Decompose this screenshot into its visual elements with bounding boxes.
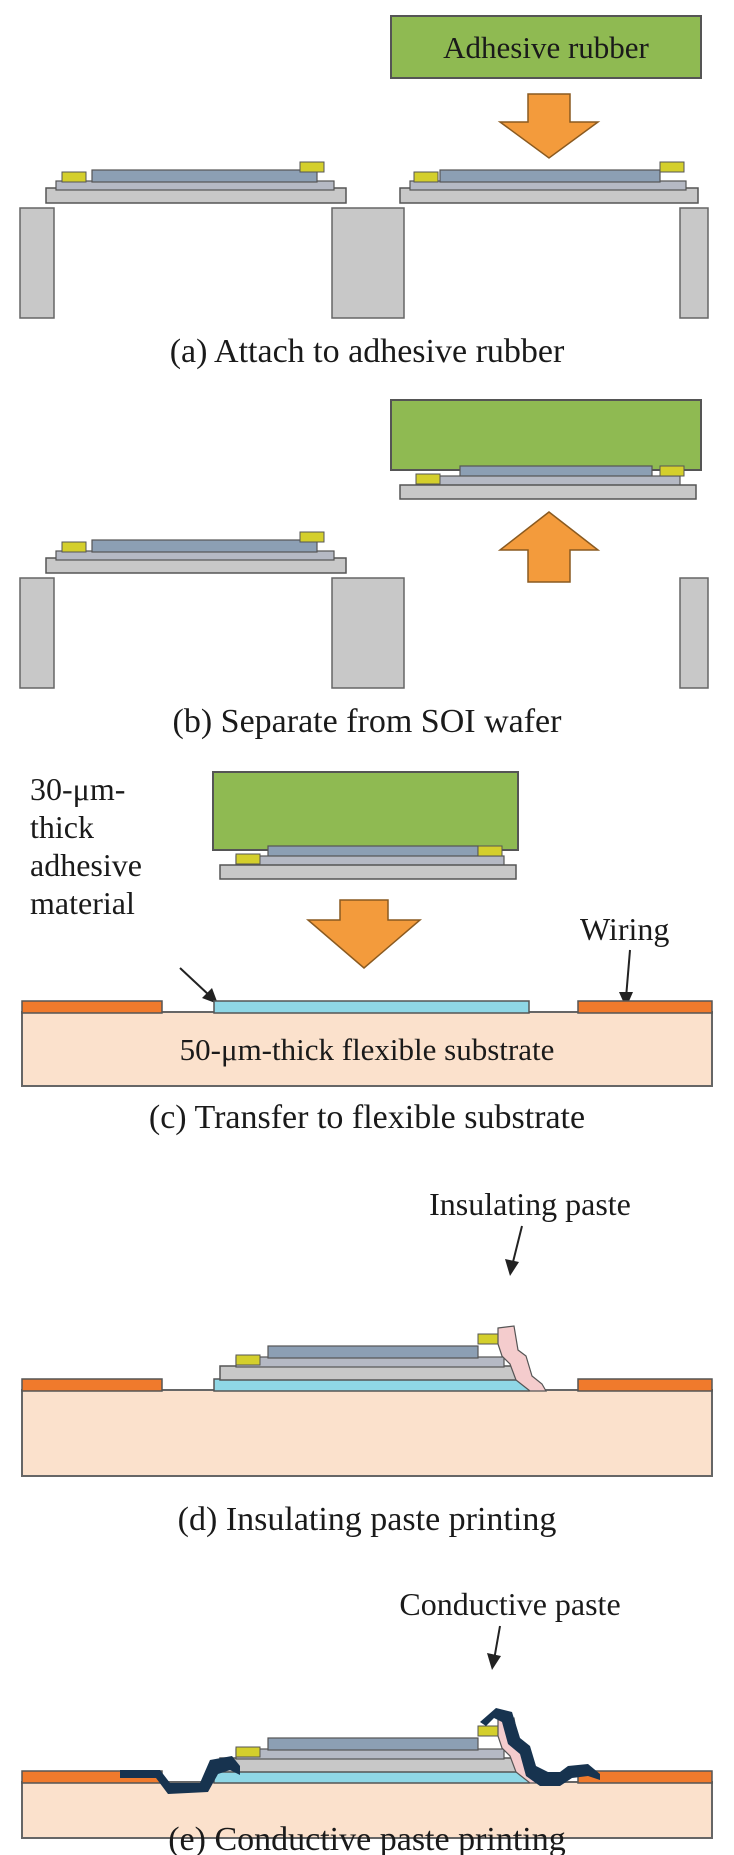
adhesive-pointer (179, 967, 211, 997)
step-d: Insulating paste (d) Insulating paste pr… (21, 1186, 713, 1538)
up-arrow-icon (497, 511, 601, 583)
insulating-paste-pointer-head (505, 1259, 519, 1276)
adhesive-material-label: 30-μm- thick adhesive material (30, 771, 150, 921)
lifted-chip (399, 465, 697, 500)
adhesive-rubber-label: Adhesive rubber (443, 30, 649, 65)
insulating-paste (497, 1325, 548, 1392)
caption-c: (c) Transfer to flexible substrate (149, 1099, 585, 1136)
step-a: Adhesive rubber (a) Attach to adhesive r… (19, 15, 709, 370)
chip-left (19, 531, 347, 689)
insulating-paste-pointer (511, 1225, 523, 1267)
wiring-left (21, 1378, 163, 1392)
step-e: Conductive paste (e) Conductive paste pr… (21, 1586, 713, 1855)
caption-a: (a) Attach to adhesive rubber (170, 333, 565, 370)
conductive-paste-left (120, 1756, 240, 1794)
transferred-chip (219, 1333, 517, 1381)
wafer-middle (331, 577, 405, 689)
substrate (21, 1389, 713, 1477)
down-arrow-icon (497, 93, 601, 159)
conductive-paste-right (480, 1708, 600, 1786)
adhesive-rubber-block (390, 15, 702, 79)
substrate-label: 50-μm-thick flexible substrate (180, 1032, 555, 1067)
adhesive-rubber-block (390, 399, 702, 471)
conductive-paste-label: Conductive paste (399, 1586, 620, 1622)
adhesive-layer (213, 1000, 530, 1014)
wafer-middle (331, 207, 405, 319)
wiring-pointer-head (619, 992, 633, 1008)
conductive-paste-pointer (493, 1625, 501, 1661)
caption-d: (d) Insulating paste printing (178, 1501, 557, 1538)
adhesive-rubber-block (212, 771, 519, 851)
chip-left (19, 161, 347, 319)
wiring-left (21, 1000, 163, 1014)
insulating-paste-label: Insulating paste (429, 1186, 631, 1222)
wiring-pointer (625, 949, 631, 999)
transferred-chip (219, 1725, 517, 1773)
wiring-label: Wiring (580, 911, 669, 947)
conductive-paste-pointer-head (487, 1653, 501, 1670)
adhesive-pointer-head (202, 988, 218, 1004)
chip-right (399, 161, 709, 319)
down-arrow-icon (305, 899, 423, 969)
held-chip (219, 845, 517, 880)
wiring-right (577, 1378, 713, 1392)
step-b: (b) Separate from SOI wafer (19, 399, 709, 740)
wiring-right (577, 1000, 713, 1014)
caption-b: (b) Separate from SOI wafer (173, 703, 563, 740)
caption-e: (e) Conductive paste printing (168, 1821, 566, 1855)
step-c: 30-μm- thick adhesive material Wiring 50… (21, 771, 713, 1136)
wafer-right (679, 577, 709, 689)
adhesive-layer (213, 1770, 530, 1784)
adhesive-layer (213, 1378, 530, 1392)
